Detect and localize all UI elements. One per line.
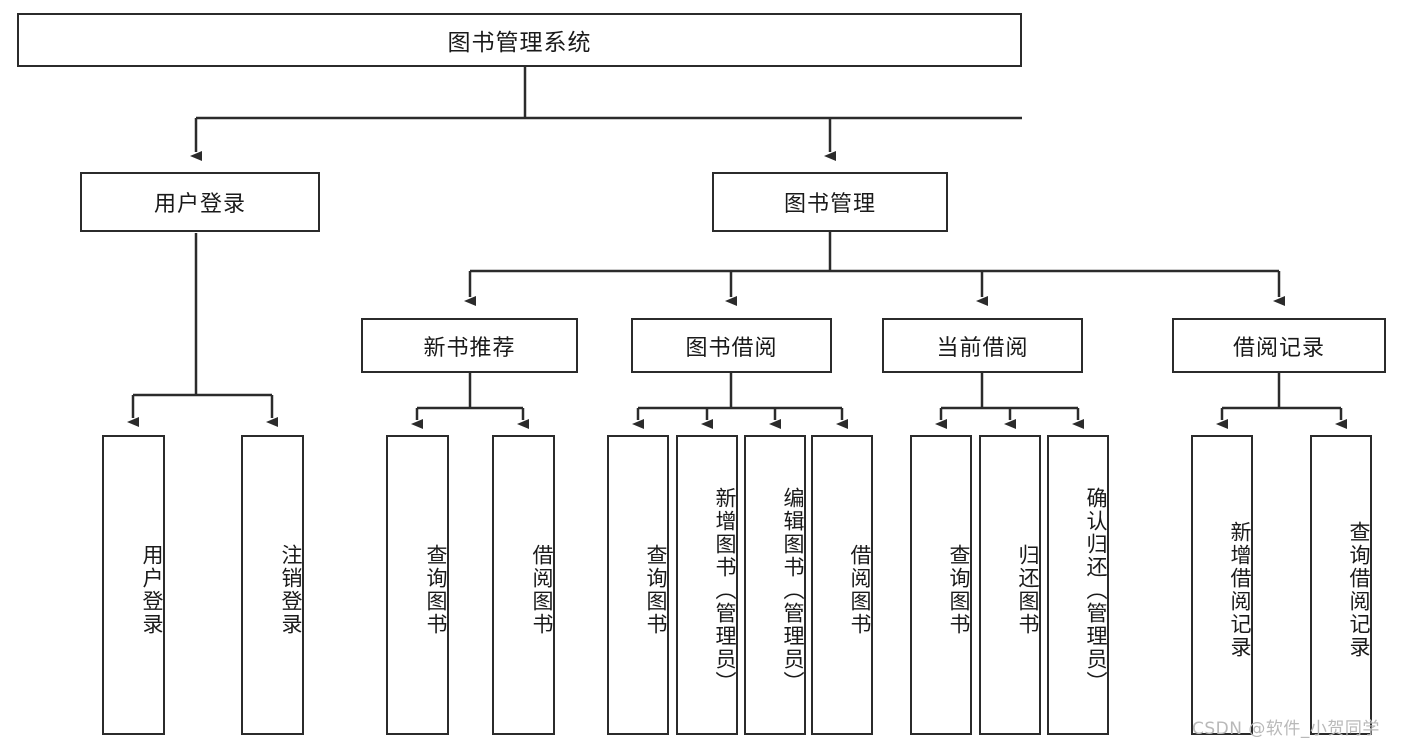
node-label: 借阅图书 — [848, 544, 872, 636]
node-leaf-borrow-book[interactable]: 借阅图书 — [811, 435, 873, 735]
node-label: 查询图书 — [947, 544, 971, 636]
node-leaf-return-book[interactable]: 归还图书 — [979, 435, 1041, 735]
node-label: 用户登录 — [153, 192, 246, 217]
node-label: 图书借阅 — [685, 335, 778, 361]
node-borrow-record[interactable]: 借阅记录 — [1172, 318, 1386, 373]
node-label: 新增图书（管理员） — [713, 486, 737, 694]
node-leaf-query-borrow-record[interactable]: 查询借阅记录 — [1310, 435, 1372, 735]
node-leaf-query-book-current[interactable]: 查询图书 — [910, 435, 972, 735]
node-leaf-borrow-book-rec[interactable]: 借阅图书 — [492, 435, 555, 735]
node-label: 归还图书 — [1016, 544, 1040, 636]
node-leaf-query-book-rec[interactable]: 查询图书 — [386, 435, 449, 735]
node-label: 查询图书 — [424, 544, 448, 636]
node-leaf-query-book-borrow[interactable]: 查询图书 — [607, 435, 669, 735]
csdn-watermark: CSDN @软件_小贺同学 — [1192, 719, 1380, 739]
node-label: 注销登录 — [279, 544, 303, 636]
node-label: 查询图书 — [644, 544, 668, 636]
node-label: 编辑图书（管理员） — [781, 486, 805, 694]
node-label: 新增借阅记录 — [1228, 521, 1252, 659]
node-leaf-edit-book[interactable]: 编辑图书（管理员） — [744, 435, 806, 735]
node-label: 图书管理 — [783, 192, 876, 217]
node-label: 借阅记录 — [1232, 335, 1325, 361]
node-book-borrow[interactable]: 图书借阅 — [631, 318, 832, 373]
node-label: 新书推荐 — [423, 335, 516, 361]
node-leaf-logout[interactable]: 注销登录 — [241, 435, 304, 735]
node-new-book-recommend[interactable]: 新书推荐 — [361, 318, 578, 373]
node-leaf-add-borrow-record[interactable]: 新增借阅记录 — [1191, 435, 1253, 735]
node-current-borrow[interactable]: 当前借阅 — [882, 318, 1083, 373]
node-label: 当前借阅 — [936, 335, 1029, 361]
node-root-system[interactable]: 图书管理系统 — [17, 13, 1022, 67]
node-leaf-add-book[interactable]: 新增图书（管理员） — [676, 435, 738, 735]
node-book-manage[interactable]: 图书管理 — [712, 172, 948, 232]
node-label: 查询借阅记录 — [1347, 521, 1371, 659]
node-label: 图书管理系统 — [447, 30, 592, 56]
node-leaf-user-login[interactable]: 用户登录 — [102, 435, 165, 735]
node-leaf-confirm-return[interactable]: 确认归还（管理员） — [1047, 435, 1109, 735]
node-user-login[interactable]: 用户登录 — [80, 172, 320, 232]
node-label: 用户登录 — [140, 544, 164, 636]
node-label: 确认归还（管理员） — [1084, 486, 1108, 694]
node-label: 借阅图书 — [530, 544, 554, 636]
